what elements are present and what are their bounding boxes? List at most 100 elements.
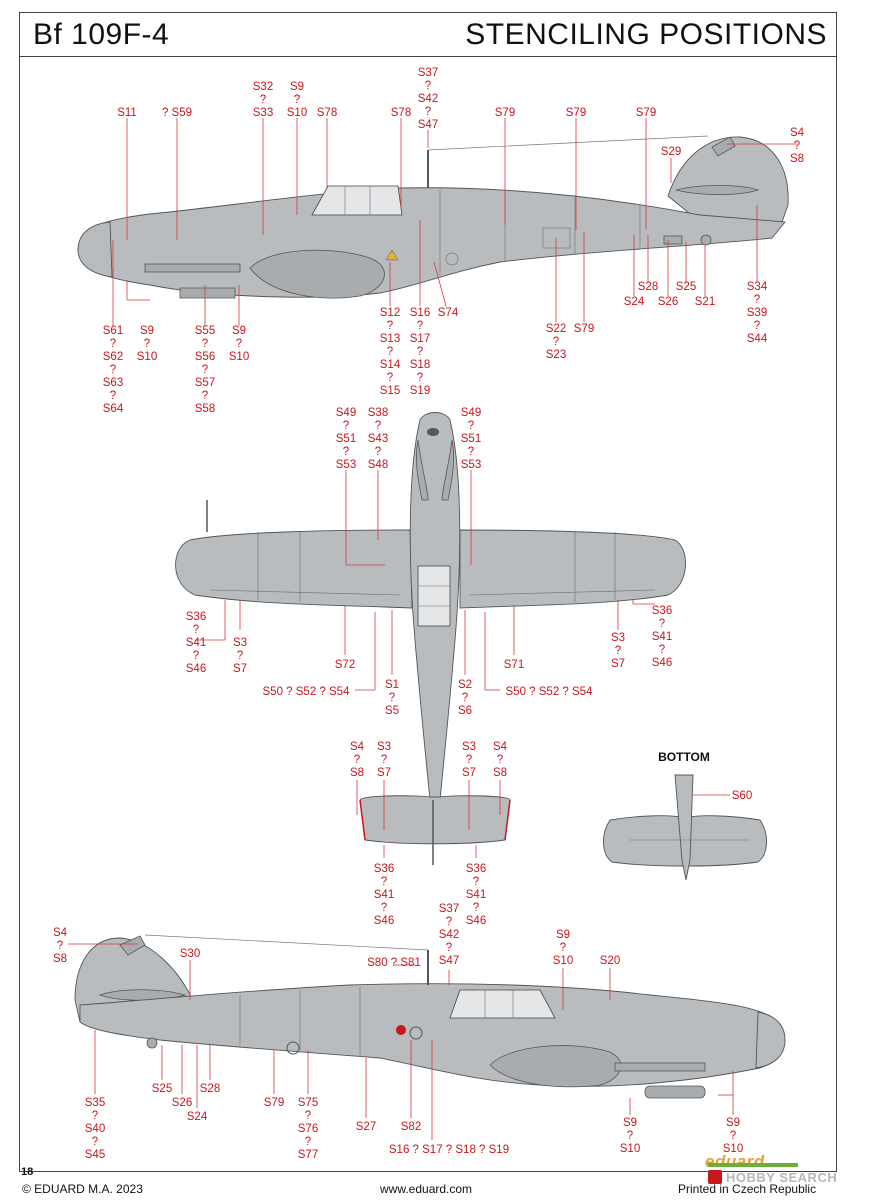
callout-r-s80-s81: S80 ? S81 — [367, 957, 421, 969]
callout-s9: S9 — [290, 81, 304, 93]
callout-s56: S56 — [195, 351, 215, 363]
hobbysearch-icon — [708, 1170, 722, 1184]
callout-s14: S14 — [380, 359, 401, 371]
svg-text:?: ? — [375, 446, 381, 458]
callout-s22: S22 — [546, 323, 566, 335]
svg-text:?: ? — [754, 320, 760, 332]
right-profile-view — [74, 934, 786, 1099]
callout-s36-left: S36 — [186, 611, 206, 623]
callout-s46-right: S46 — [652, 657, 672, 669]
callout-r-s10c: S10 — [723, 1143, 743, 1155]
svg-text:?: ? — [381, 754, 387, 766]
callout-s50-s52-s54-right: S50 ? S52 ? S54 — [506, 686, 594, 698]
callout-r-s24: S24 — [187, 1111, 208, 1123]
callout-s59: ? S59 — [162, 107, 192, 119]
callout-s51-right: S51 — [461, 433, 481, 445]
callout-s49-right: S49 — [461, 407, 481, 419]
svg-text:?: ? — [381, 902, 387, 914]
page-number: 18 — [21, 1166, 34, 1178]
left-rudder-tip — [711, 136, 736, 157]
callout-s51-left: S51 — [336, 433, 356, 445]
svg-text:?: ? — [294, 94, 300, 106]
svg-text:?: ? — [417, 346, 423, 358]
right-stabiliser — [98, 989, 187, 1001]
callout-s49-left: S49 — [336, 407, 356, 419]
callout-s6: S6 — [458, 705, 472, 717]
callout-s2: S2 — [458, 679, 472, 691]
svg-text:?: ? — [387, 346, 393, 358]
left-canopy — [311, 185, 403, 216]
svg-text:?: ? — [305, 1136, 311, 1148]
callout-r-s47: S47 — [439, 955, 459, 967]
callout-s16: S16 — [410, 307, 430, 319]
callout-s13: S13 — [380, 333, 400, 345]
top-view-leaders — [195, 470, 655, 858]
left-stabiliser — [675, 185, 760, 195]
svg-text:?: ? — [343, 446, 349, 458]
callout-tail-s46-left: S46 — [374, 915, 394, 927]
svg-text:?: ? — [468, 420, 474, 432]
callout-s39: S39 — [747, 307, 767, 319]
callout-tail-s36-right: S36 — [466, 863, 486, 875]
svg-text:?: ? — [466, 754, 472, 766]
callout-r-s4: S4 — [53, 927, 68, 939]
svg-text:?: ? — [343, 420, 349, 432]
callout-s48: S48 — [368, 459, 388, 471]
callout-r-s27: S27 — [356, 1121, 376, 1133]
svg-text:?: ? — [627, 1130, 633, 1142]
svg-text:?: ? — [615, 645, 621, 657]
bottom-label: BOTTOM — [658, 750, 710, 764]
callout-r-s28: S28 — [200, 1083, 220, 1095]
footer-website[interactable]: www.eduard.com — [380, 1182, 473, 1196]
svg-text:?: ? — [462, 692, 468, 704]
svg-text:?: ? — [794, 140, 800, 152]
callout-tail-s4-left: S4 — [350, 741, 365, 753]
left-wing-root — [249, 249, 385, 299]
callout-s1: S1 — [385, 679, 399, 691]
callout-s74: S74 — [438, 307, 459, 319]
callout-s37: S37 — [418, 67, 438, 79]
left-profile-callouts: S11 ? S59 S32 ? S33 S9 ? S10 S78 S37 ? S… — [103, 67, 805, 415]
svg-text:?: ? — [473, 876, 479, 888]
callout-tail-s3-left: S3 — [377, 741, 391, 753]
callout-tail-s41-left: S41 — [374, 889, 394, 901]
callout-tail-s46-right: S46 — [466, 915, 486, 927]
svg-text:?: ? — [468, 446, 474, 458]
callout-r-s75: S75 — [298, 1097, 318, 1109]
callout-s18: S18 — [410, 359, 430, 371]
callout-s64: S64 — [103, 403, 124, 415]
callout-s72: S72 — [335, 659, 355, 671]
callout-s50-s52-s54-left: S50 ? S52 ? S54 — [263, 686, 351, 698]
bottom-inset-view: BOTTOM S60 — [603, 750, 767, 881]
callout-s53-right: S53 — [461, 459, 481, 471]
callout-s41-left: S41 — [186, 637, 206, 649]
callout-s63: S63 — [103, 377, 123, 389]
svg-text:?: ? — [92, 1110, 98, 1122]
svg-text:?: ? — [202, 338, 208, 350]
sheet-border — [19, 12, 837, 1172]
callout-s60: S60 — [732, 790, 752, 802]
callout-s78: S78 — [317, 107, 337, 119]
svg-text:?: ? — [202, 390, 208, 402]
svg-text:?: ? — [659, 644, 665, 656]
callout-tail-s7-left: S7 — [377, 767, 391, 779]
callout-s43: S43 — [368, 433, 388, 445]
callout-s11: S11 — [117, 107, 137, 119]
svg-text:?: ? — [387, 320, 393, 332]
footer-copyright: © EDUARD M.A. 2023 — [22, 1182, 143, 1196]
svg-text:?: ? — [110, 364, 116, 376]
eduard-logo: eduard — [705, 1152, 765, 1171]
callout-s79b: S79 — [566, 107, 586, 119]
right-canopy — [449, 989, 556, 1019]
svg-text:?: ? — [110, 390, 116, 402]
left-exhausts — [144, 263, 241, 273]
hobbysearch-watermark: HOBBY SEARCH — [726, 1170, 838, 1185]
svg-text:?: ? — [473, 902, 479, 914]
svg-text:?: ? — [553, 336, 559, 348]
callout-s25: S25 — [676, 281, 696, 293]
left-profile-leaders — [112, 118, 797, 326]
callout-r-s35: S35 — [85, 1097, 105, 1109]
svg-text:?: ? — [236, 338, 242, 350]
svg-text:?: ? — [754, 294, 760, 306]
top-view-callouts: S49 ? S51 ? S53 S38 ? S43 ? S48 S49 ? S5… — [186, 407, 672, 927]
